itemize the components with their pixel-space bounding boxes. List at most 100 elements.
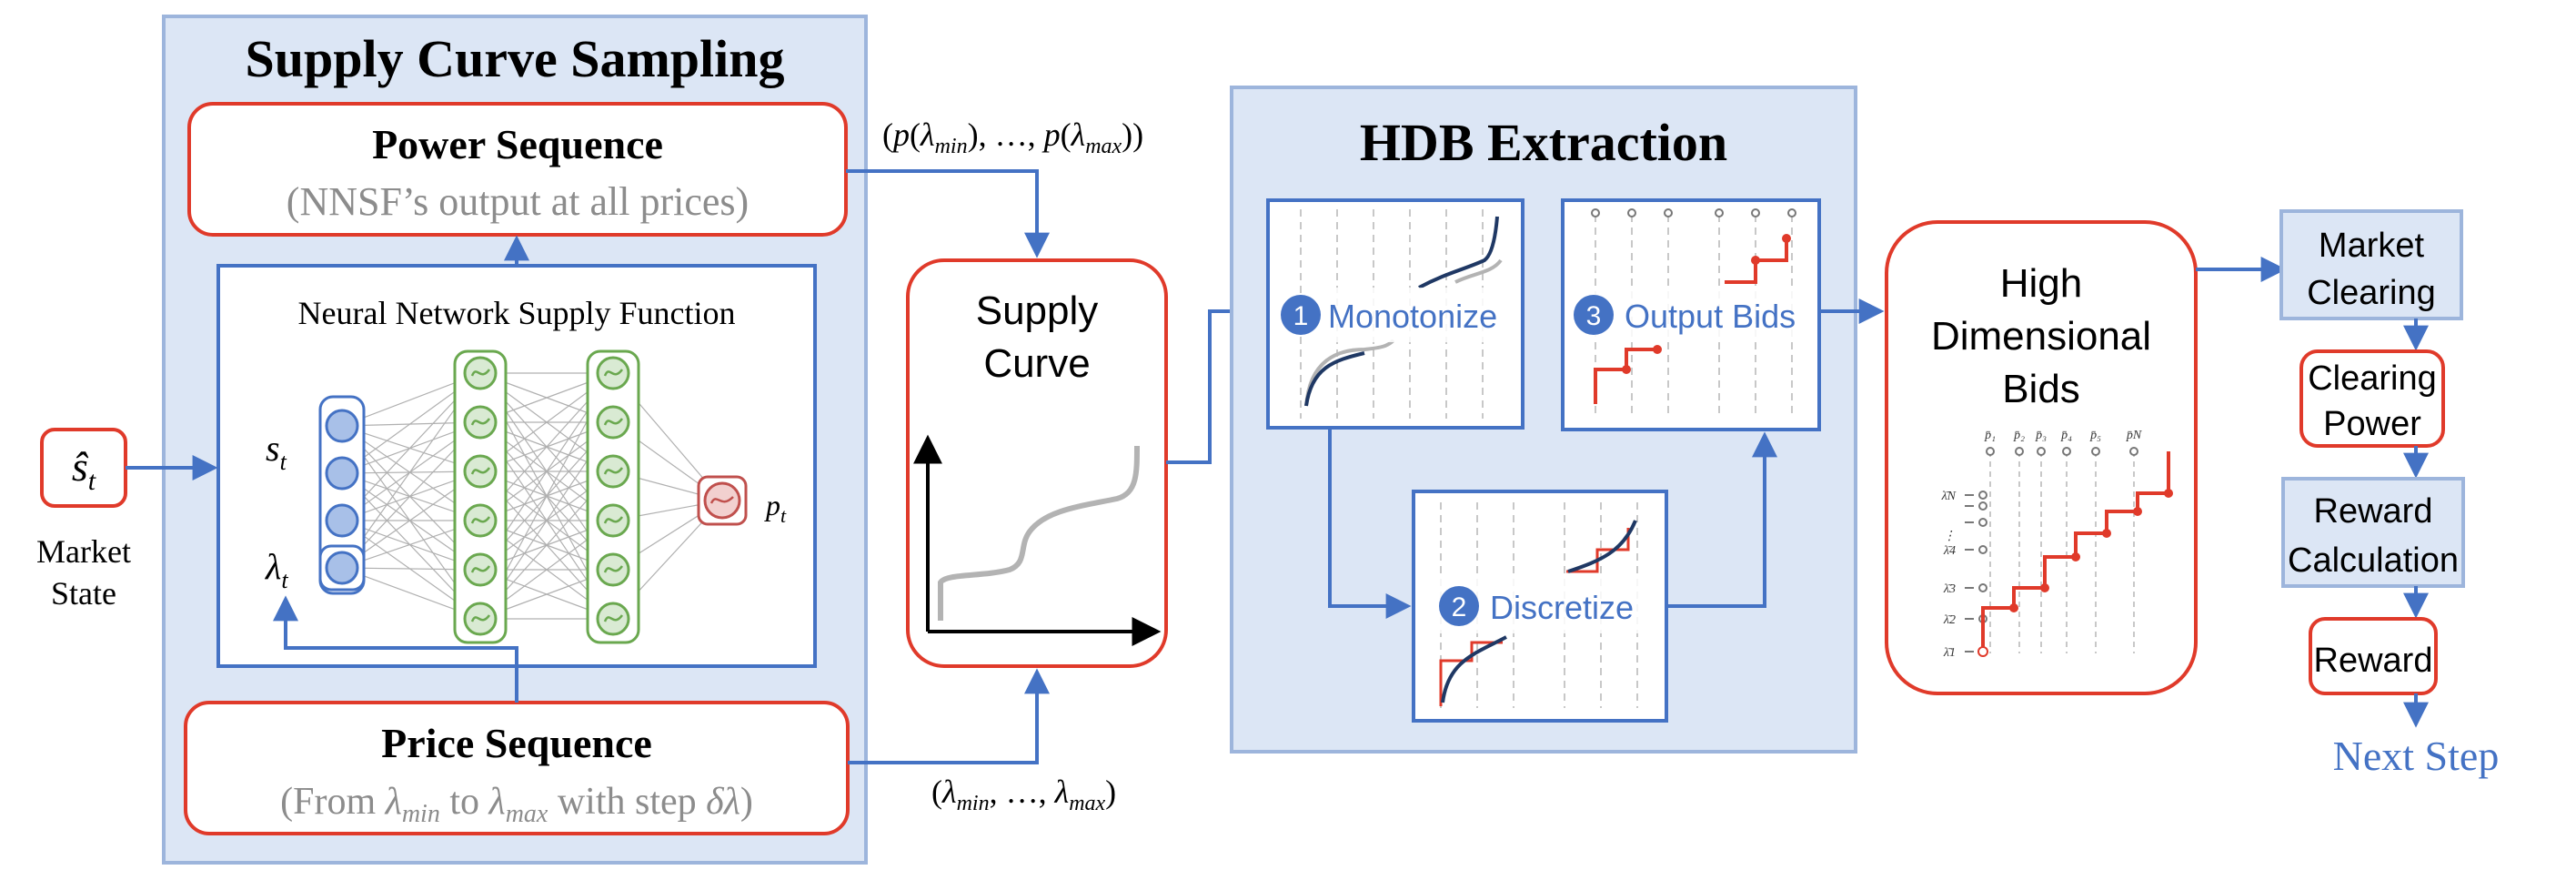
high-dim-title-1: High <box>2000 261 2083 306</box>
hidden-neurons <box>463 356 630 636</box>
market-state-symbol: ŝt <box>72 443 96 496</box>
high-dim-bids-chart: p̄₁ p̄₂ p̄₃ p̄₄ p̄₅ p̄N λ̄N ⋮λ̄4 λ̄3 λ̄2 λ̄1 <box>1941 429 2173 660</box>
bids-top-marker <box>1986 447 1995 456</box>
activation-icon <box>470 467 491 475</box>
discretize-steps-upper <box>1566 528 1630 573</box>
bids-top-marker <box>2129 447 2138 456</box>
bids-top-marker <box>2091 447 2100 456</box>
activation-icon <box>603 418 624 426</box>
activation-icon <box>470 418 491 426</box>
bids-left-tick: λ̄4 <box>1943 544 1956 558</box>
supply-curve-title-1: Supply <box>976 288 1099 333</box>
activation-icon <box>470 369 491 377</box>
clearing-power-box <box>2299 349 2445 448</box>
activation-icon <box>603 516 624 524</box>
bids-left-tick: ⋮ <box>1943 530 1956 543</box>
discretize-curve-lower <box>1441 635 1507 703</box>
high-dim-bids-box <box>1885 220 2198 695</box>
bids-point <box>2102 529 2111 538</box>
bids-point <box>2040 583 2049 592</box>
bids-left-tick: λ̄1 <box>1943 646 1956 660</box>
reward-calc-label-1: Reward <box>2314 492 2433 531</box>
input-neurons <box>325 409 359 585</box>
activation-icon <box>603 467 624 475</box>
bids-left-tick: λ̄N <box>1941 490 1957 503</box>
activation-icon <box>470 565 491 573</box>
market-clearing-label-2: Clearing <box>2307 274 2436 312</box>
reward-box <box>2309 617 2438 695</box>
high-dim-title-2: Dimensional <box>1931 314 2151 359</box>
output-bids-label-bg <box>1583 288 1810 342</box>
monotonize-mono-curve <box>1304 351 1365 407</box>
bids-left-marker <box>1978 545 1987 554</box>
activation-icon <box>603 369 624 377</box>
clearing-power-label-2: Power <box>2323 405 2421 443</box>
arrow-disc-to-output <box>1666 431 1777 608</box>
step1-label: Monotonize <box>1328 298 1497 335</box>
step2-label: Discretize <box>1490 589 1634 626</box>
activation-icon <box>603 614 624 622</box>
output-bids-points <box>1622 234 1791 374</box>
next-step-label: Next Step <box>2333 733 2500 779</box>
arrow-price-to-lambda <box>273 595 518 703</box>
market-state-caption-2: State <box>51 575 116 612</box>
bids-top-tick: p̄₅ <box>2089 429 2101 442</box>
bids-left-tick: λ̄2 <box>1943 613 1956 627</box>
price-seq-edge-label: (λmin, …, λmax) <box>931 774 1116 815</box>
reward-calc-box <box>2281 477 2465 588</box>
bids-point <box>2071 552 2080 561</box>
power-sequence-subtitle: (NNSF’s output at all prices) <box>287 179 749 224</box>
clearing-power-label-1: Clearing <box>2308 359 2437 398</box>
activation-icon <box>603 565 624 573</box>
bids-point <box>2164 489 2173 498</box>
arrow-power-to-curve <box>846 169 1050 258</box>
bids-left-marker <box>1978 583 1987 592</box>
bids-top-tick: p̄₂ <box>2013 429 2025 442</box>
bids-top-tick: p̄₁ <box>1984 429 1996 442</box>
lambda-label: λt <box>265 546 288 593</box>
bids-point <box>2009 603 2018 612</box>
market-state-caption-1: Market <box>36 533 131 570</box>
discretize-steps-lower <box>1439 641 1503 706</box>
monotonize-raw-curve-upper <box>1454 258 1503 284</box>
s-label: st <box>266 428 287 475</box>
bids-top-tick: p̄N <box>2126 429 2142 442</box>
hidden-layer-2 <box>586 349 640 644</box>
monotonize-label-bg <box>1321 288 1512 342</box>
step3-number: 3 <box>1586 301 1602 331</box>
input-neuron <box>325 409 359 443</box>
discretize-curve-upper <box>1567 520 1637 573</box>
bids-top-tick: p̄₄ <box>2060 429 2072 442</box>
power-sequence-title: Power Sequence <box>372 121 663 167</box>
output-bids-top-markers <box>1591 208 1796 218</box>
step2-badge <box>1439 586 1479 626</box>
output-activation-icon <box>709 496 734 504</box>
input-neuron <box>325 456 359 491</box>
input-neuron <box>325 503 359 538</box>
price-sequence-subtitle: (From λmin to λmax with step δλ) <box>280 781 753 828</box>
input-neuron <box>325 551 359 585</box>
market-clearing-box <box>2279 209 2463 320</box>
bids-top-tick: p̄₃ <box>2035 429 2047 442</box>
supply-curve-line <box>938 445 1140 621</box>
step2-number: 2 <box>1452 592 1467 622</box>
state-input-group <box>318 395 366 595</box>
high-dim-title-3: Bids <box>2002 367 2080 411</box>
bids-left-marker <box>1978 491 1987 500</box>
reward-label: Reward <box>2314 642 2433 680</box>
bids-left-tick: λ̄3 <box>1943 582 1956 596</box>
hdb-title: HDB Extraction <box>1360 113 1727 172</box>
monotonize-mono-curve-upper <box>1418 216 1499 289</box>
bids-left-marker <box>1978 501 1987 511</box>
bids-point <box>2133 507 2142 516</box>
p-label: pt <box>764 489 787 527</box>
market-clearing-label-1: Market <box>2319 227 2425 265</box>
arrow-mono-to-disc <box>1328 428 1412 619</box>
step3-badge <box>1574 295 1614 335</box>
bids-top-marker <box>2062 447 2071 456</box>
activation-icon <box>470 614 491 622</box>
supply-sampling-title: Supply Curve Sampling <box>245 29 784 88</box>
power-seq-edge-label: (p(λmin), …, p(λmax)) <box>882 116 1143 158</box>
step1-number: 1 <box>1293 301 1309 331</box>
step1-badge <box>1281 295 1321 335</box>
